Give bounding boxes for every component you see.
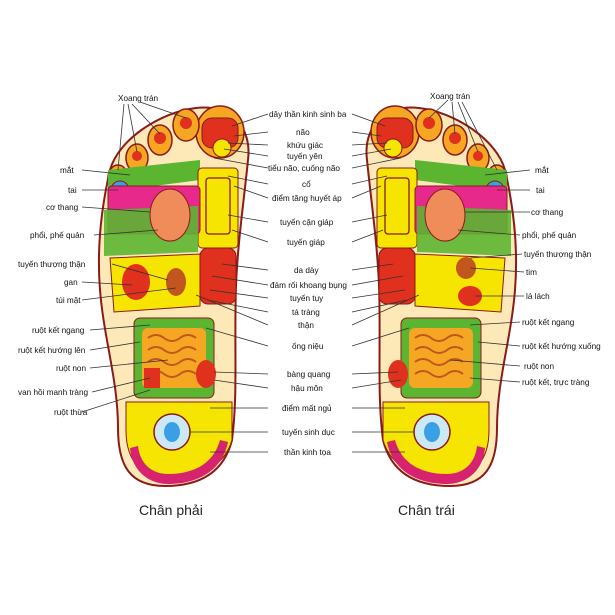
- label-tai-right-foot: tai: [68, 186, 77, 195]
- label-tuyen-thuong-than-right-foot: tuyến thượng thận: [18, 260, 86, 269]
- label-ta-trang: tá tràng: [292, 308, 320, 317]
- label-xoang-tran-left-foot: Xoang trán: [430, 92, 471, 101]
- left-small-intestine-zone: [409, 328, 473, 388]
- label-tai-left-foot: tai: [536, 186, 545, 195]
- right-reproductive-organ: [164, 422, 180, 442]
- label-tieu-nao: tiểu não, cuống não: [268, 163, 340, 173]
- left-stomach-zone: [378, 247, 416, 305]
- label-mat-left-foot: mắt: [535, 165, 549, 175]
- right-foot: [97, 105, 250, 488]
- label-nao: não: [296, 128, 310, 137]
- left-sinus-zone-3: [473, 151, 483, 161]
- left-heart-organ: [456, 257, 476, 279]
- label-tim: tim: [526, 268, 537, 277]
- left-bladder-zone: [388, 360, 408, 388]
- left-spleen-organ: [458, 286, 482, 306]
- label-co-thang-left-foot: cơ thang: [531, 208, 564, 217]
- label-co-thang-right-foot: cơ thang: [46, 203, 79, 212]
- label-dam-roi-khoang-bung: đám rối khoang bụng: [270, 281, 347, 290]
- caption-right-foot: Chân phải: [139, 502, 203, 518]
- right-sinus-zone-2: [154, 132, 166, 144]
- left-foot: [365, 105, 518, 488]
- left-small-intestine-loops: [414, 334, 464, 378]
- right-ileocecal-zone: [144, 368, 160, 388]
- label-tuyen-thuong-than-left-foot: tuyến thượng thận: [524, 250, 592, 259]
- label-da-day: da dày: [294, 266, 319, 275]
- right-small-intestine-loops: [147, 334, 197, 378]
- right-sinus-zone-1: [180, 117, 192, 129]
- label-ruot-ket-huong-len: ruột kết hướng lên: [18, 346, 86, 355]
- label-tuyen-sinh-duc: tuyến sinh dục: [282, 428, 335, 437]
- left-lung-illustration: [424, 188, 466, 242]
- label-phoi-left-foot: phổi, phế quản: [522, 230, 577, 240]
- label-ong-nieu: ống niệu: [292, 342, 324, 351]
- label-van-hoi-manh-trang: van hồi manh tràng: [18, 388, 89, 397]
- left-sinus-zone-1: [423, 117, 435, 129]
- label-tui-mat: túi mật: [56, 296, 81, 305]
- left-heel-arc: [387, 440, 485, 484]
- label-la-lach: lá lách: [526, 292, 550, 301]
- left-sinus-zone-2: [449, 132, 461, 144]
- label-mat-right-foot: mắt: [60, 165, 74, 175]
- right-thyroid-zone: [205, 177, 231, 235]
- labels: Xoang trán mắt tai cơ thang phổi, phế qu…: [18, 92, 601, 457]
- label-diem-tang-huyet-ap: điểm tăng huyết áp: [272, 193, 342, 203]
- label-co: cổ: [302, 179, 311, 189]
- right-bladder-zone: [196, 360, 216, 388]
- label-diem-mat-ngu: điểm mất ngủ: [282, 403, 332, 413]
- right-eye-ear-band: [108, 160, 200, 192]
- left-thyroid-zone: [384, 177, 410, 235]
- label-tuyen-tuy: tuyến tụy: [290, 294, 324, 303]
- label-ruot-ket-ngang-right-foot: ruột kết ngang: [32, 326, 85, 335]
- label-tuyen-yen: tuyến yên: [287, 152, 323, 161]
- leader-lines: [81, 99, 531, 453]
- right-stomach-zone: [199, 247, 237, 305]
- label-bang-quang: bàng quang: [287, 370, 331, 379]
- label-tuyen-giap: tuyến giáp: [287, 238, 325, 247]
- right-sinus-zone-3: [132, 151, 142, 161]
- right-pituitary-zone: [212, 138, 232, 158]
- left-reproductive-organ: [424, 422, 440, 442]
- label-phoi-right-foot: phổi, phế quản: [30, 230, 85, 240]
- label-than-kinh-toa: thần kinh tọa: [284, 448, 331, 457]
- caption-left-foot: Chân trái: [398, 502, 455, 518]
- label-day-than-kinh-sinh-ba: dây thần kinh sinh ba: [269, 110, 347, 119]
- label-ruot-thua: ruột thừa: [54, 408, 88, 417]
- label-ruot-ket-ngang-left-foot: ruột kết ngang: [522, 318, 575, 327]
- label-gan: gan: [64, 278, 78, 287]
- left-eye-ear-band: [415, 160, 507, 192]
- right-lung-illustration: [149, 188, 191, 242]
- label-ruot-ket-truc-trang: ruột kết, trực tràng: [522, 378, 590, 387]
- left-spleen-zone: [414, 253, 506, 313]
- label-xoang-tran-right-foot: Xoang trán: [118, 94, 159, 103]
- label-ruot-non-right-foot: ruột non: [56, 364, 86, 373]
- label-tuyen-can-giap: tuyến cận giáp: [280, 218, 334, 227]
- label-khuu-giac: khứu giác: [287, 141, 323, 150]
- right-gallbladder-organ: [166, 268, 186, 296]
- label-ruot-non-left-foot: ruột non: [524, 362, 554, 371]
- label-than: thận: [298, 321, 314, 330]
- right-heel-arc: [130, 440, 228, 484]
- left-pituitary-zone: [383, 138, 403, 158]
- label-ruot-ket-huong-xuong: ruột kết hướng xuống: [522, 342, 601, 351]
- label-hau-mon: hậu môn: [291, 384, 323, 393]
